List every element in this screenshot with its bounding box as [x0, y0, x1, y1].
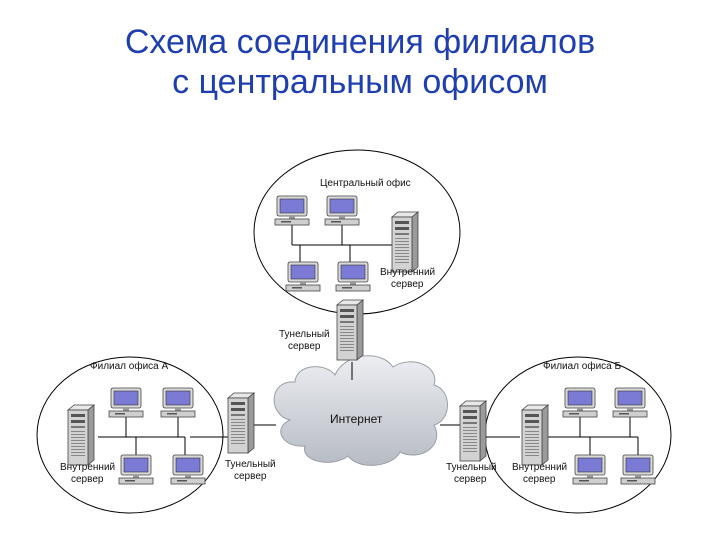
branch-b-workstation-4-icon: [620, 454, 656, 485]
branch-b-tunnel-label-1: Тунельный: [446, 462, 497, 473]
title-line-2: с центральным офисом: [172, 63, 548, 101]
branch-b-workstation-2-icon: [612, 387, 648, 418]
central-server-label-1: Внутренний: [380, 267, 435, 278]
central-tunnel-label-1: Тунельный: [279, 329, 330, 340]
central-workstation-1-icon: [274, 195, 310, 226]
branch-b-server-label-2: сервер: [523, 474, 556, 485]
branch-b-workstation-3-icon: [572, 454, 608, 485]
branch-b-internal-server-icon: [521, 404, 549, 466]
branch-a-workstation-4-icon: [170, 454, 206, 485]
branch-a-workstation-2-icon: [160, 387, 196, 418]
central-workstation-3-icon: [285, 261, 321, 292]
central-tunnel-label-2: сервер: [288, 341, 321, 352]
branch-a-workstation-1-icon: [108, 387, 144, 418]
central-tunnel-server-icon: [336, 299, 364, 361]
internet-cloud-icon: [273, 355, 448, 466]
title-line-1: Схема соединения филиалов: [124, 23, 596, 61]
central-office-title: Центральный офис: [320, 177, 411, 189]
branch-a-server-label-2: сервер: [71, 474, 104, 485]
central-server-label-2: сервер: [391, 279, 424, 290]
branch-a-tunnel-label-2: сервер: [234, 471, 267, 482]
branch-b-title: Филиал офиса Б: [543, 360, 621, 372]
branch-a-internal-server-icon: [67, 404, 95, 466]
branch-a-lan-lines: [98, 415, 228, 455]
branch-b-tunnel-server-icon: [459, 400, 487, 462]
central-lan-lines: [291, 225, 396, 262]
central-workstation-2-icon: [324, 195, 360, 226]
branch-b-lan-lines: [486, 415, 639, 455]
branch-b-tunnel-label-2: сервер: [454, 474, 487, 485]
page-title: Схема соединения филиалов с центральным …: [0, 22, 720, 102]
branch-a-tunnel-label-1: Тунельный: [225, 459, 276, 470]
branch-a-title: Филиал офиса А: [90, 360, 168, 372]
internet-label: Интернет: [330, 412, 383, 426]
branch-a-workstation-3-icon: [118, 454, 154, 485]
branch-a-zone: [36, 356, 224, 514]
branch-b-zone: [484, 356, 672, 514]
branch-a-tunnel-server-icon: [227, 392, 255, 454]
branch-b-workstation-1-icon: [562, 387, 598, 418]
branch-b-server-label-1: Внутренний: [512, 462, 567, 473]
central-workstation-4-icon: [335, 261, 371, 292]
central-internal-server-icon: [391, 211, 419, 273]
branch-a-server-label-1: Внутренний: [60, 462, 115, 473]
